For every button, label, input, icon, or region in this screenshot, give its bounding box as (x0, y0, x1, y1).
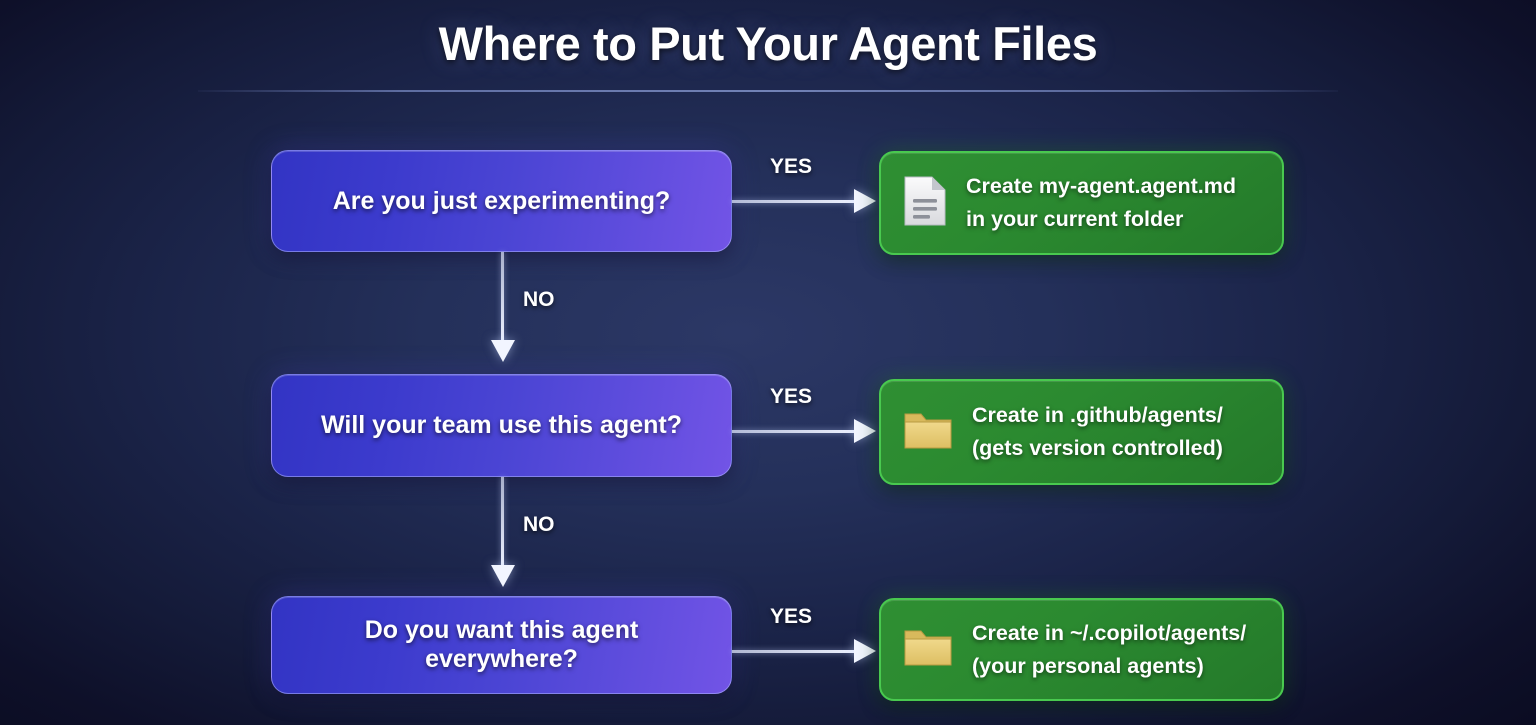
no-label: NO (523, 513, 555, 536)
yes-label: YES (770, 155, 813, 178)
outcome-text: Create in .github/agents/ (gets version … (972, 399, 1223, 464)
folder-icon (902, 623, 954, 676)
page-title: Where to Put Your Agent Files (438, 17, 1098, 70)
outcome-line-2: in your current folder (966, 207, 1184, 231)
document-icon (902, 174, 948, 233)
arrowhead-right-icon (854, 189, 876, 213)
outcome-box-current-folder[interactable]: Create my-agent.agent.md in your current… (879, 151, 1284, 255)
outcome-line-1: Create my-agent.agent.md (966, 174, 1237, 199)
outcome-line-1: Create in .github/agents/ (972, 403, 1223, 428)
yes-connector-3: YES (732, 605, 879, 672)
outcome-box-github-agents[interactable]: Create in .github/agents/ (gets version … (879, 379, 1284, 485)
outcome-text: Create my-agent.agent.md in your current… (966, 170, 1236, 235)
connector-line (501, 252, 504, 344)
decision-label: Are you just experimenting? (332, 186, 671, 215)
outcome-line-2: (your personal agents) (972, 653, 1204, 678)
outcome-line-1: Create in ~/.copilot/agents/ (972, 620, 1247, 645)
title-divider (198, 90, 1338, 92)
decision-label: Do you want this agent everywhere? (364, 616, 639, 673)
decision-label: Will your team use this agent? (321, 411, 682, 439)
yes-connector-1: YES (732, 155, 879, 222)
title-block: Where to Put Your Agent Files (0, 16, 1536, 71)
arrowhead-right-icon (854, 639, 876, 663)
connector-line (732, 430, 858, 433)
decision-box-experimenting[interactable]: Are you just experimenting? (271, 150, 732, 252)
connector-line (732, 650, 858, 653)
arrowhead-right-icon (854, 419, 876, 443)
no-label: NO (523, 288, 555, 311)
outcome-text: Create in ~/.copilot/agents/ (your perso… (972, 617, 1246, 682)
connector-line (501, 477, 504, 569)
decision-box-everywhere[interactable]: Do you want this agent everywhere? (271, 596, 732, 694)
yes-connector-2: YES (732, 385, 879, 452)
decision-box-team-use[interactable]: Will your team use this agent? (271, 374, 732, 477)
yes-label: YES (770, 605, 813, 628)
arrowhead-down-icon (491, 565, 515, 587)
yes-label: YES (770, 385, 813, 408)
folder-icon (902, 406, 954, 459)
outcome-line-2: (gets version controlled) (972, 436, 1223, 460)
connector-line (732, 200, 858, 203)
arrowhead-down-icon (491, 340, 515, 362)
no-connector-1: NO (489, 252, 609, 374)
no-connector-2: NO (489, 477, 609, 597)
outcome-box-copilot-agents[interactable]: Create in ~/.copilot/agents/ (your perso… (879, 598, 1284, 701)
